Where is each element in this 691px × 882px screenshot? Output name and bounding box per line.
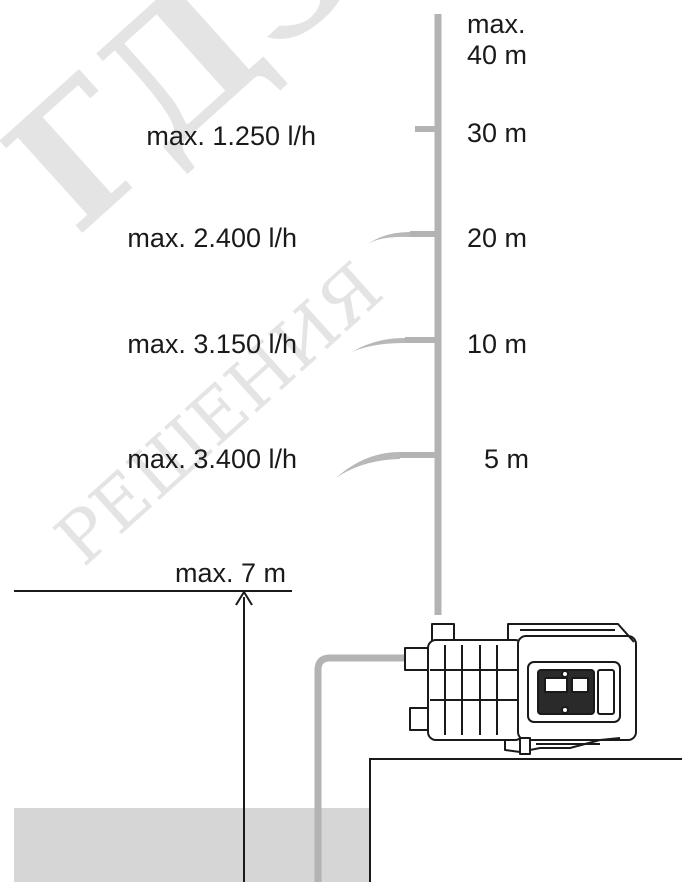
flow-label-30m: max. 1.250 l/h — [146, 121, 316, 151]
height-label-20m: 20 m — [467, 223, 528, 253]
flow-label-5m: max. 3.400 l/h — [127, 444, 297, 474]
suction-pipe — [314, 654, 408, 882]
max-height-label-line1: max. — [467, 9, 526, 39]
flow-label-20m: max. 2.400 l/h — [127, 223, 297, 253]
water-reservoir — [14, 808, 370, 882]
max-height-label-line2: 40 m — [467, 40, 528, 70]
pump-unit — [404, 623, 637, 755]
water-jet-10m — [352, 338, 405, 352]
pump-pedestal — [369, 758, 682, 882]
water-jet-20m — [368, 232, 410, 244]
suction-arrow-head — [235, 590, 253, 606]
water-jet-5m — [336, 452, 400, 478]
flow-label-10m: max. 3.150 l/h — [127, 329, 297, 359]
height-label-30m: 30 m — [467, 118, 528, 148]
height-label-5m: 5 m — [484, 444, 530, 474]
height-label-10m: 10 m — [467, 329, 528, 359]
suction-height-label: max. 7 m — [175, 558, 287, 588]
